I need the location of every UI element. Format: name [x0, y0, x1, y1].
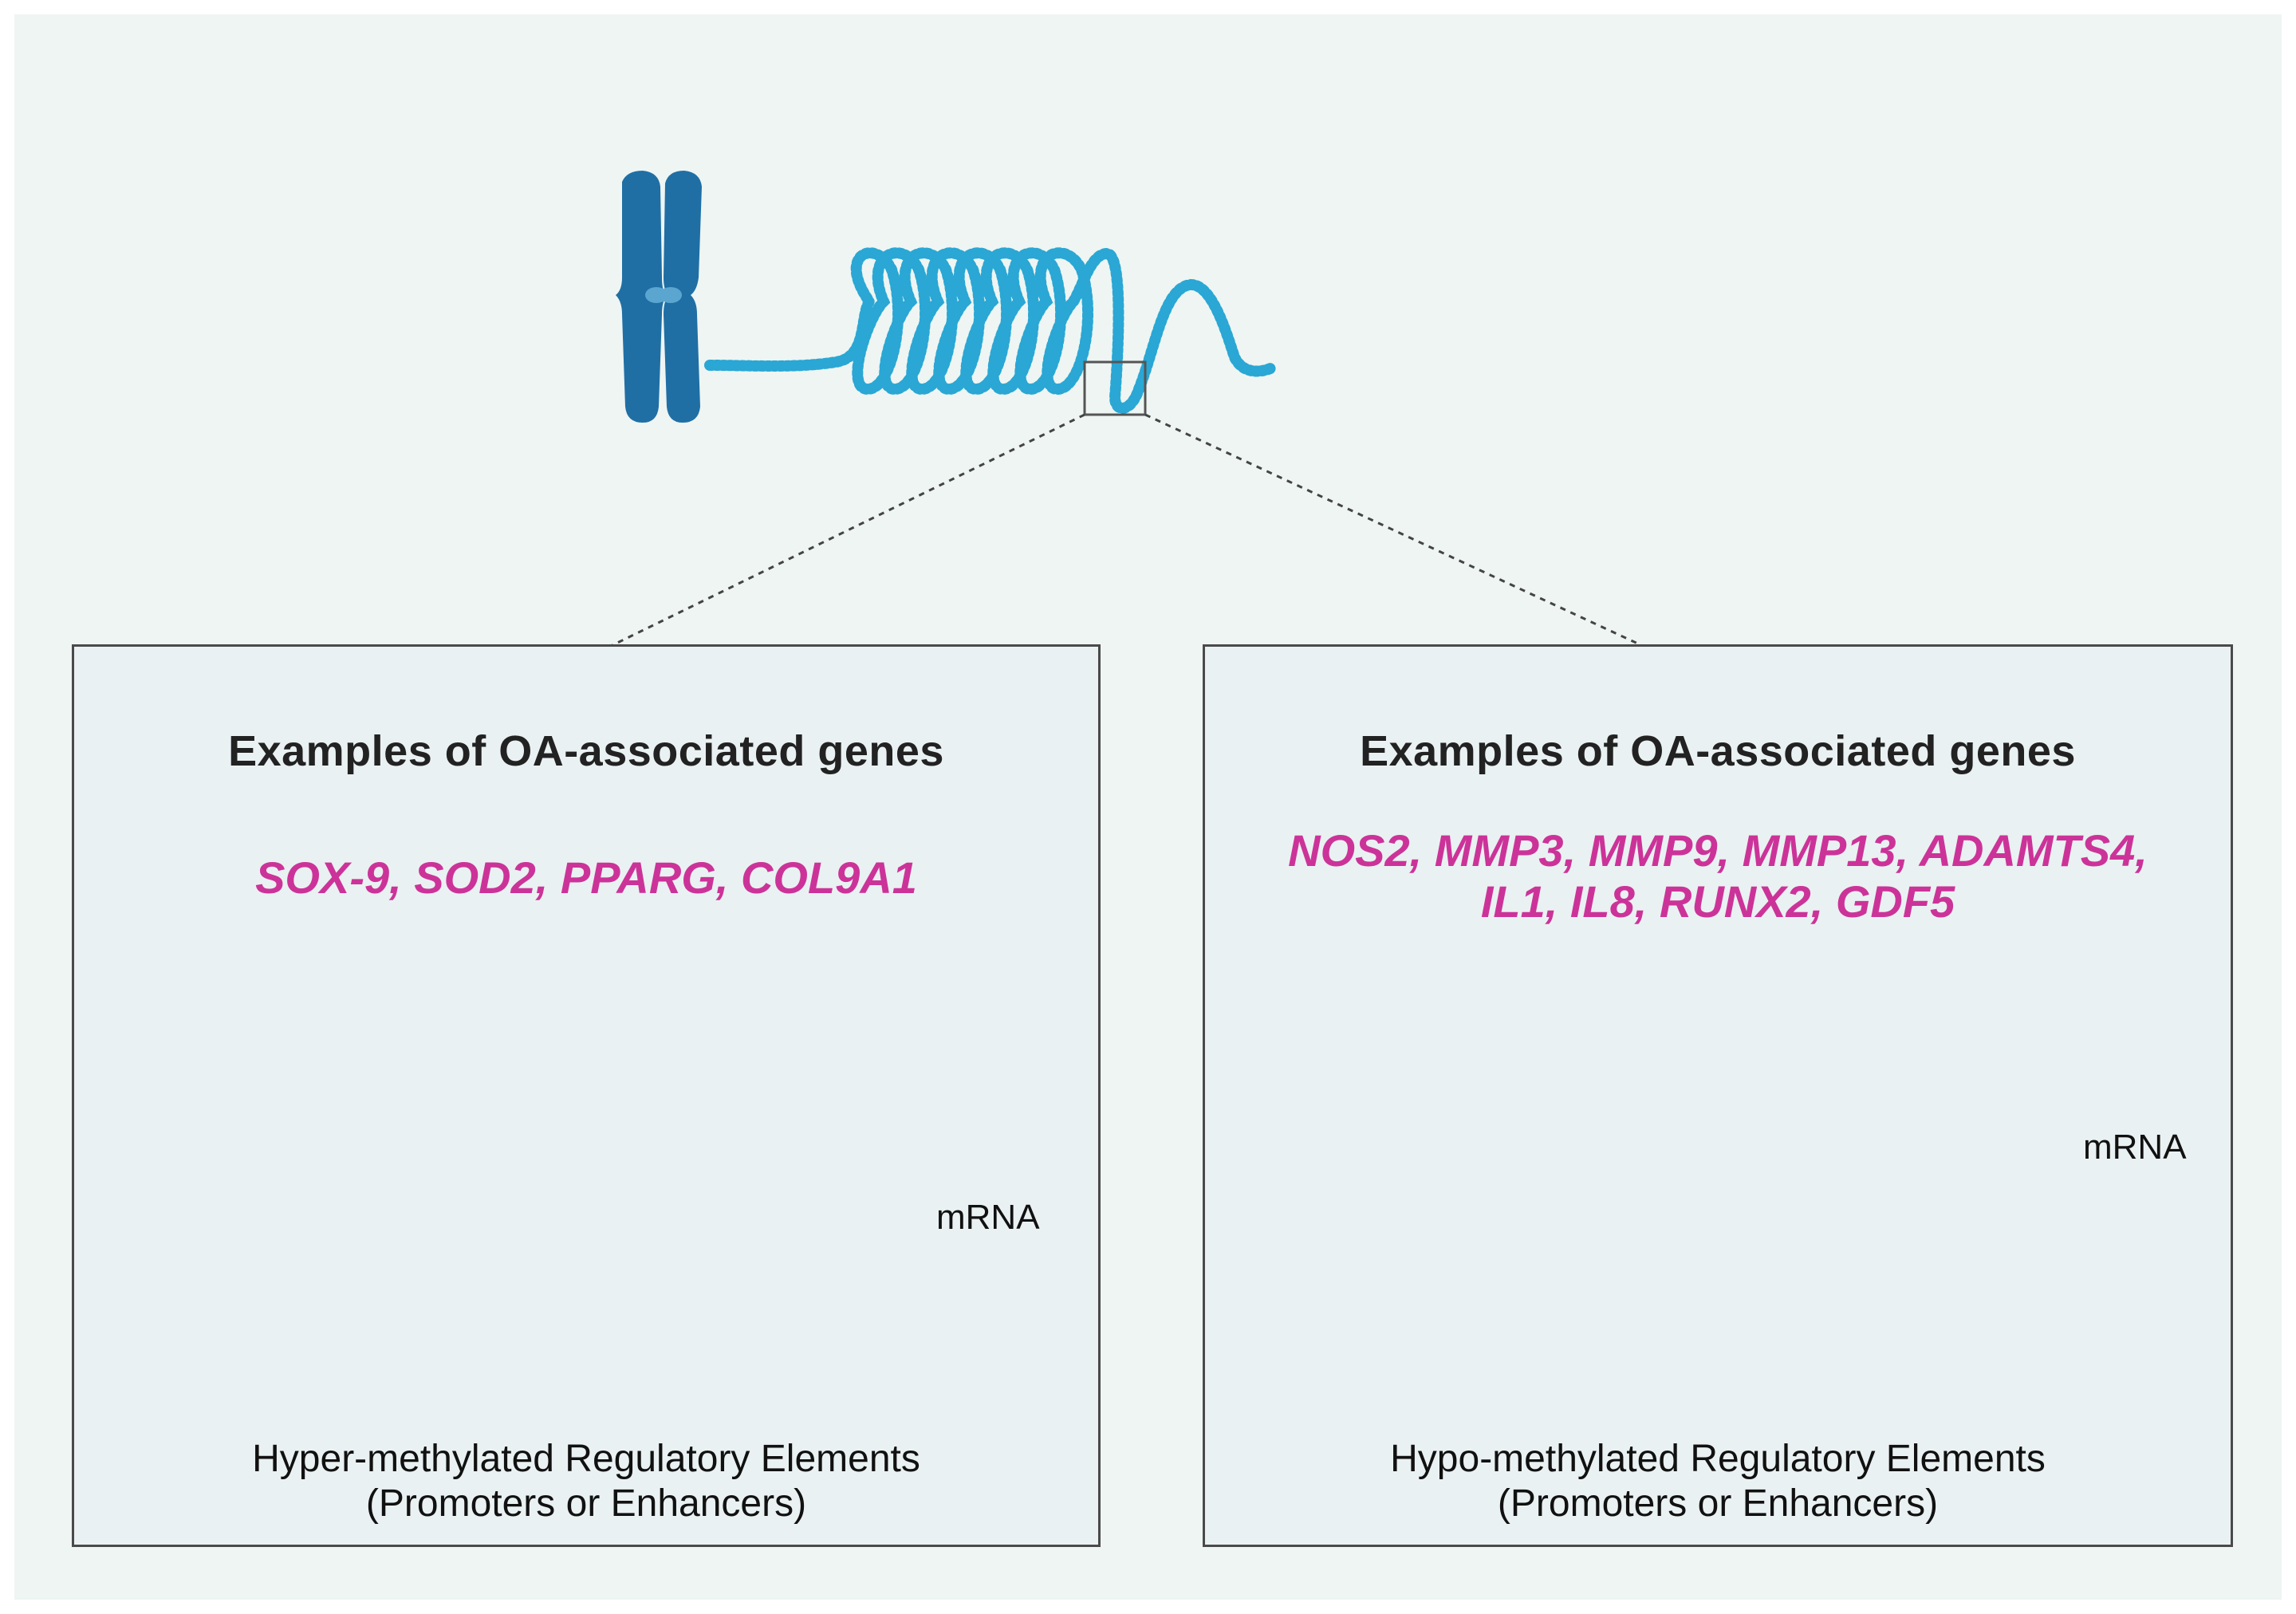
hyper-methylation-panel: Examples of OA-associated genes SOX-9, S…	[72, 644, 1101, 1547]
mrna-label: mRNA	[2083, 1128, 2187, 1167]
panel-title: Examples of OA-associated genes	[1360, 727, 2076, 775]
figure: MeMeMeMeMeMe Me Examples of OA-associate…	[14, 14, 2282, 1600]
gene-list: NOS2, MMP3, MMP9, MMP13, ADAMTS4, IL1, I…	[1205, 825, 2231, 927]
zoom-box-icon	[1083, 360, 1147, 416]
mrna-label: mRNA	[936, 1198, 1040, 1237]
gene-list: SOX-9, SOD2, PPARG, COL9A1	[255, 852, 917, 903]
chromatin-coil-icon	[704, 247, 1276, 414]
panel-caption: Hypo-methylated Regulatory Elements (Pro…	[1203, 1437, 2233, 1526]
caption-line-1: Hypo-methylated Regulatory Elements	[1390, 1438, 2046, 1480]
hypo-methylation-panel: Examples of OA-associated genes NOS2, MM…	[1203, 644, 2233, 1547]
caption-line-2: (Promoters or Enhancers)	[365, 1482, 807, 1525]
caption-line-2: (Promoters or Enhancers)	[1497, 1482, 1939, 1525]
gene-list-line-1: NOS2, MMP3, MMP9, MMP13, ADAMTS4,	[1288, 825, 2148, 876]
zoom-line-right	[1144, 413, 1644, 648]
panel-caption: Hyper-methylated Regulatory Elements (Pr…	[72, 1437, 1101, 1526]
zoom-line-left	[610, 413, 1085, 648]
panel-title: Examples of OA-associated genes	[228, 727, 944, 775]
gene-list-line-2: IL1, IL8, RUNX2, GDF5	[1480, 876, 1955, 927]
caption-line-1: Hyper-methylated Regulatory Elements	[252, 1438, 920, 1480]
chromosome-icon	[616, 171, 702, 423]
